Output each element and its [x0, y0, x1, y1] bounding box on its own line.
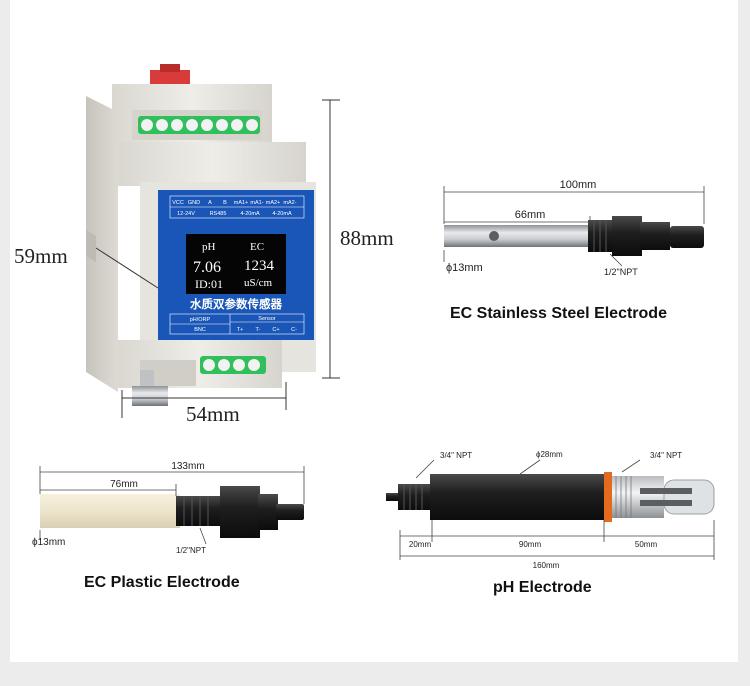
- ec-steel-diameter: ϕ13mm: [446, 262, 483, 274]
- label-vcc: VCC: [172, 200, 184, 206]
- label-rs485: RS485: [210, 211, 227, 217]
- ph-seg-50mm: 50mm: [635, 540, 658, 549]
- label-b: B: [223, 200, 227, 206]
- ec-steel-partial-length: 66mm: [515, 209, 546, 221]
- label-sensor: Sensor: [258, 316, 276, 322]
- ph-npt-left: 3/4" NPT: [440, 451, 472, 460]
- lcd-screen: [186, 234, 286, 294]
- caption-ec-plastic: EC Plastic Electrode: [84, 574, 240, 591]
- module-height-dim: 88mm: [340, 226, 394, 250]
- label-12-24v: 12-24V: [177, 211, 195, 217]
- label-ph-orp: pH/ORP: [190, 317, 211, 323]
- ec-plastic-diameter: ϕ13mm: [32, 537, 65, 548]
- module-name: 水质双参数传感器: [190, 297, 282, 311]
- screen-ec-header: EC: [250, 241, 264, 253]
- label-t-minus: T-: [256, 327, 261, 333]
- ec-plastic-electrode: [40, 486, 304, 538]
- caption-ph: pH Electrode: [493, 579, 592, 596]
- label-gnd: GND: [188, 200, 200, 206]
- ph-oring: [604, 472, 612, 522]
- ec-plastic-thread: 1/2"NPT: [176, 546, 206, 555]
- label-ma1-minus: mA1-: [250, 200, 263, 206]
- label-ma1-plus: mA1+: [234, 200, 249, 206]
- ph-electrode: [386, 472, 715, 522]
- top-terminal-block: [138, 116, 260, 134]
- ph-seg-90mm: 90mm: [519, 540, 542, 549]
- ec-steel-thread: 1/2"NPT: [604, 267, 638, 277]
- red-latch: [150, 70, 190, 84]
- screen-unit: uS/cm: [244, 277, 273, 289]
- label-4-20ma-1: 4-20mA: [240, 211, 260, 217]
- label-ma2-plus: mA2+: [266, 200, 281, 206]
- caption-ec-steel: EC Stainless Steel Electrode: [450, 305, 667, 322]
- label-c-plus: C+: [272, 327, 279, 333]
- ec-steel-electrode: [444, 216, 704, 256]
- ec-plastic-partial-length: 76mm: [110, 479, 138, 490]
- module-width-dim: 54mm: [186, 402, 240, 426]
- label-c-minus: C-: [291, 327, 297, 333]
- ph-total-length: 160mm: [533, 561, 560, 570]
- ph-diameter: ϕ28mm: [536, 450, 563, 459]
- screen-ph-header: pH: [202, 241, 216, 253]
- label-bnc: BNC: [194, 327, 206, 333]
- label-a: A: [208, 200, 212, 206]
- label-4-20ma-2: 4-20mA: [272, 211, 292, 217]
- screen-ec-value: 1234: [244, 258, 275, 274]
- ph-seg-20mm: 20mm: [409, 540, 432, 549]
- ec-steel-total-length: 100mm: [560, 179, 597, 191]
- module-depth-dim: 59mm: [14, 244, 68, 268]
- bnc-connector: [132, 386, 168, 406]
- screen-ph-value: 7.06: [193, 259, 221, 276]
- ec-plastic-total-length: 133mm: [171, 461, 204, 472]
- bottom-terminal-block: [200, 356, 266, 374]
- label-ma2-minus: mA2-: [283, 200, 296, 206]
- label-t-plus: T+: [237, 327, 244, 333]
- screen-id: ID:01: [195, 277, 223, 291]
- ph-npt-right: 3/4" NPT: [650, 451, 682, 460]
- module-side: [86, 96, 118, 392]
